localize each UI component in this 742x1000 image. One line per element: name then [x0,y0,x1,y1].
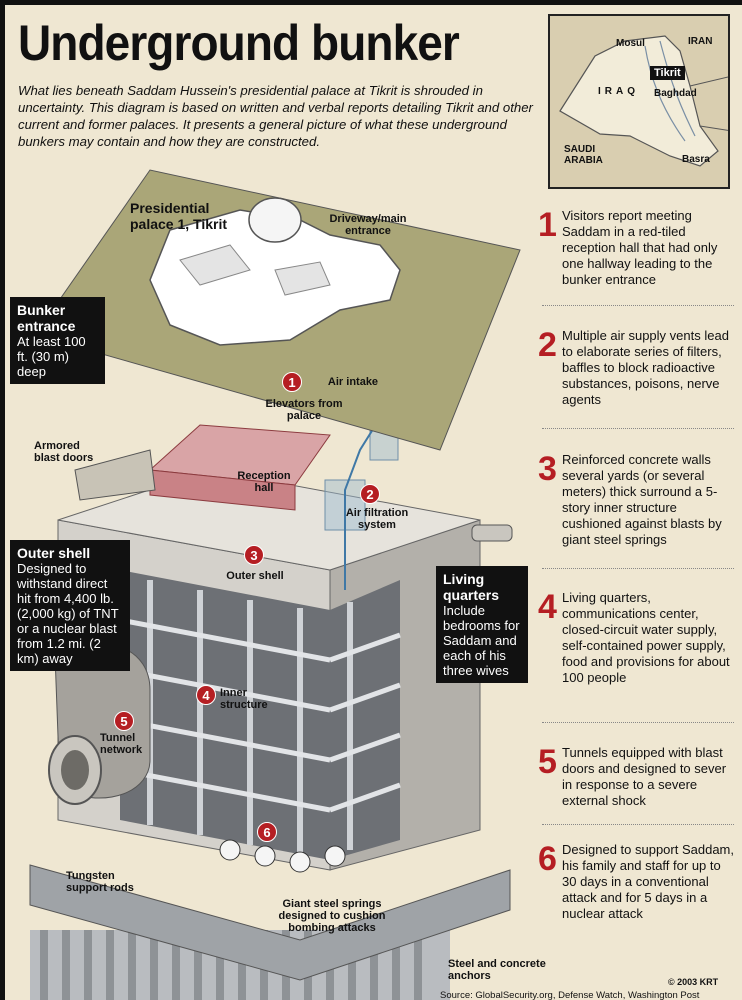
source-line: Source: GlobalSecurity.org, Defense Watc… [440,990,700,1000]
side-item-text: Multiple air supply vents lead to elabor… [562,328,729,407]
label-palace: Presidential palace 1, Tikrit [130,200,228,232]
side-item-1: 1 Visitors report meeting Saddam in a re… [538,208,738,298]
divider [542,722,734,723]
side-item-5: 5 Tunnels equipped with blast doors and … [538,745,738,820]
marker-3: 3 [244,545,264,565]
callout-outer-shell-body: Designed to withstand direct hit from 4,… [17,561,119,666]
side-item-text: Living quarters, communications center, … [562,590,730,685]
label-outer-shell: Outer shell [226,570,284,582]
label-air-filtration: Air filtration system [345,507,409,531]
side-item-3: 3 Reinforced concrete walls several yard… [538,452,738,562]
tunnel-graphic [48,643,151,805]
label-springs: Giant steel springs designed to cushion … [278,898,386,934]
map-highlight-tikrit: Tikrit [650,66,685,80]
map-label-baghdad: Baghdad [654,88,697,99]
armored-doors-graphic [74,449,156,501]
map-label-saudi: SAUDI ARABIA [564,144,603,166]
map-label-iran: IRAN [688,36,713,47]
side-item-number: 4 [538,588,557,626]
label-driveway: Driveway/main entrance [329,213,407,237]
callout-living-quarters: Living quarters Include bedrooms for Sad… [436,566,528,683]
side-item-text: Reinforced concrete walls several yards … [562,452,722,547]
divider [542,428,734,429]
marker-5: 5 [114,711,134,731]
page-title: Underground bunker [18,15,460,71]
map-label-iraq: IRAQ [598,86,639,97]
side-item-4: 4 Living quarters, communications center… [538,590,738,705]
label-air-intake: Air intake [327,376,379,388]
marker-4: 4 [196,685,216,705]
callout-outer-shell-head: Outer shell [17,545,91,561]
side-item-number: 3 [538,450,557,488]
callout-outer-shell: Outer shell Designed to withstand direct… [10,540,130,671]
locator-map: Mosul IRAN Tikrit IRAQ Baghdad SAUDI ARA… [548,14,730,189]
label-tunnel: Tunnel network [100,732,143,756]
callout-bunker-entrance-head: Bunker entrance [17,302,76,334]
side-item-number: 5 [538,743,557,781]
credit: © 2003 KRT [668,977,719,987]
divider [542,568,734,569]
marker-1: 1 [282,372,302,392]
label-reception-hall: Reception hall [237,470,291,494]
label-inner-structure: Inner structure [220,687,268,711]
label-armored-doors: Armored blast doors [34,440,94,464]
springs-graphic [219,839,346,873]
side-item-6: 6 Designed to support Saddam, his family… [538,842,738,952]
side-item-text: Tunnels equipped with blast doors and de… [562,745,727,808]
callout-living-quarters-head: Living quarters [443,571,500,603]
side-item-text: Designed to support Saddam, his family a… [562,842,734,921]
side-item-number: 2 [538,326,557,364]
marker-2: 2 [360,484,380,504]
side-item-text: Visitors report meeting Saddam in a red-… [562,208,718,287]
label-anchors: Steel and concrete anchors [448,958,546,982]
marker-6: 6 [257,822,277,842]
intro-text: What lies beneath Saddam Hussein's presi… [18,83,533,149]
side-item-2: 2 Multiple air supply vents lead to elab… [538,328,738,418]
map-label-mosul: Mosul [616,38,645,49]
side-item-number: 6 [538,840,557,878]
label-elevators: Elevators from palace [265,398,343,422]
reception-hall-graphic [148,424,331,511]
palace-graphic [149,197,401,346]
callout-living-quarters-body: Include bedrooms for Saddam and each of … [443,603,520,678]
side-item-number: 1 [538,206,557,244]
inner-structure-graphic [119,570,401,860]
label-tungsten: Tungsten support rods [66,870,134,894]
callout-bunker-entrance: Bunker entrance At least 100 ft. (30 m) … [10,297,105,384]
divider [542,305,734,306]
divider [542,824,734,825]
callout-bunker-entrance-body: At least 100 ft. (30 m) deep [17,334,86,379]
map-label-basra: Basra [682,154,710,165]
